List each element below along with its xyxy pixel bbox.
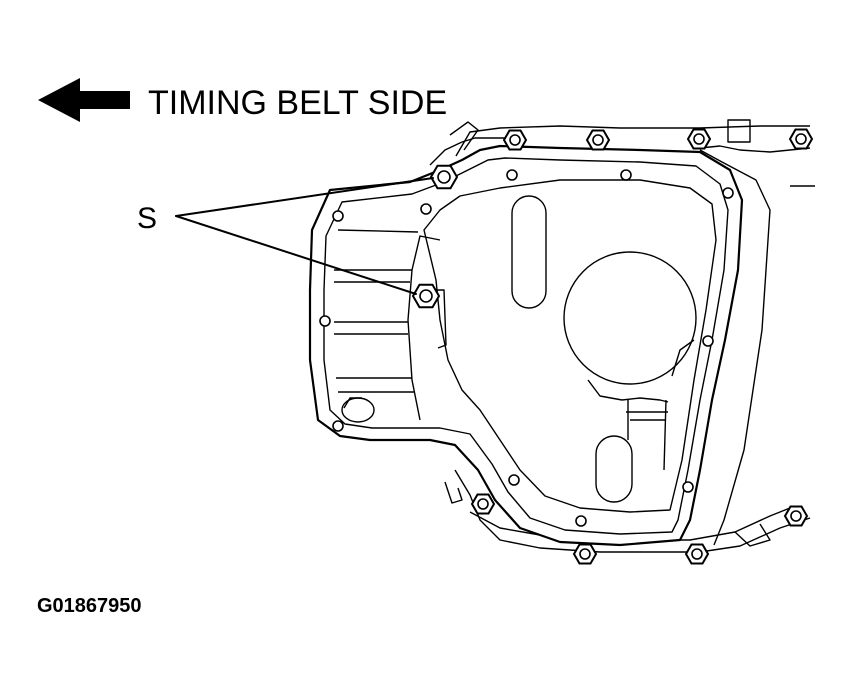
hex-bolt	[783, 505, 809, 527]
bolt-hole	[319, 315, 331, 327]
s-bolt-lower	[411, 283, 441, 309]
hex-bolt	[502, 129, 528, 151]
bolt-hole	[506, 169, 518, 181]
hex-bolt	[585, 129, 611, 151]
rail-bolts	[470, 128, 814, 565]
bolt-hole	[620, 169, 632, 181]
hex-bolt	[572, 543, 598, 565]
bolt-hole	[702, 335, 714, 347]
callout-s-label: S	[137, 202, 157, 235]
hex-bolt	[470, 493, 496, 515]
bolt-hole	[420, 203, 432, 215]
hex-bolt	[684, 543, 710, 565]
bolt-hole	[575, 515, 587, 527]
direction-arrow-icon	[38, 78, 130, 122]
bolt-hole	[332, 210, 344, 222]
figure-id: G01867950	[37, 595, 142, 617]
hex-bolt	[686, 128, 712, 150]
oil-pan	[308, 144, 744, 547]
hex-bolt	[788, 128, 814, 150]
callout-leaders	[175, 177, 434, 295]
bolt-hole	[508, 474, 520, 486]
flange-bolt-holes	[319, 169, 734, 527]
direction-label: TIMING BELT SIDE	[148, 84, 447, 122]
s-bolts	[411, 164, 459, 309]
bolt-hole	[722, 187, 734, 199]
s-bolt-upper	[429, 164, 459, 190]
bolt-hole	[332, 420, 344, 432]
bolt-hole	[682, 481, 694, 493]
engine-block-outline	[429, 119, 815, 553]
